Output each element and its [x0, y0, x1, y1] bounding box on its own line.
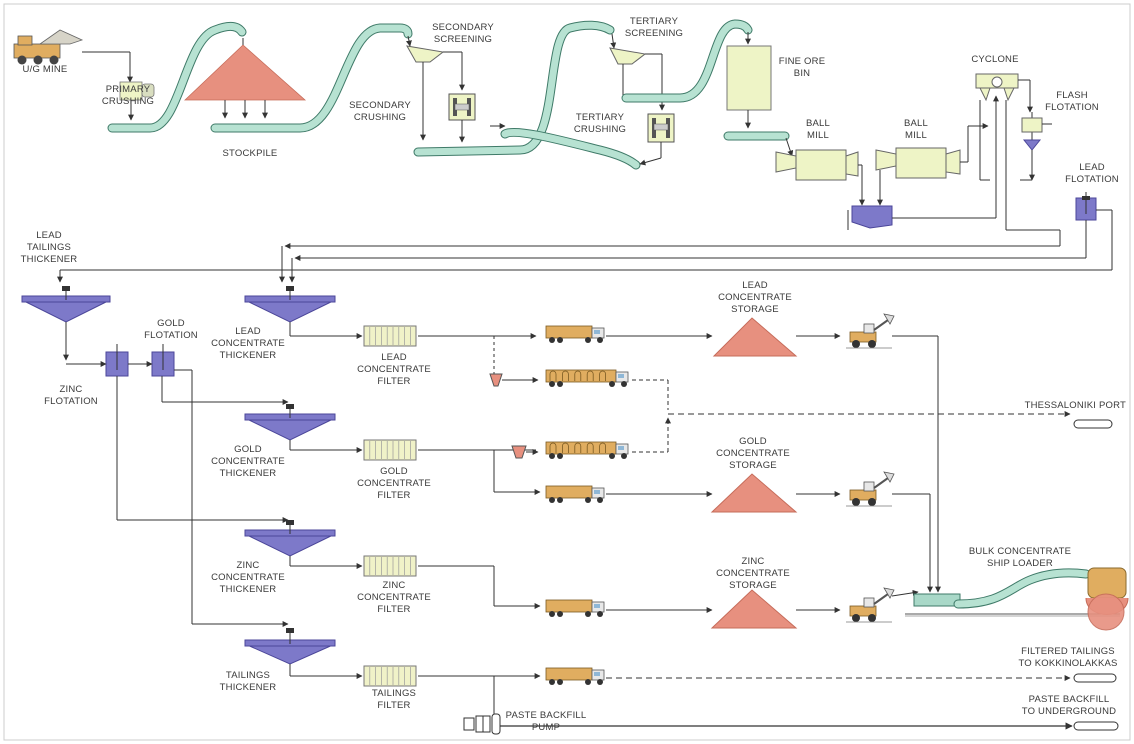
gold-flotation-cell-icon [151, 344, 175, 377]
label-lead-concentrate-thickener: LEAD CONCENTRATE THICKENER [211, 326, 285, 361]
paste-backfill-pump-icon [463, 713, 501, 735]
feed-line [405, 35, 412, 47]
tailings-thickener-icon [244, 628, 336, 665]
tailings-dump-truck-icon [545, 667, 605, 685]
label-ball-mill-1: BALL MILL [805, 118, 831, 141]
label-paste-backfill-underground: PASTE BACKFILL TO UNDERGROUND [1021, 694, 1117, 717]
label-tailings-thickener: TAILINGS THICKENER [219, 670, 277, 693]
mine-truck-icon [13, 29, 84, 65]
tailings-filter-icon [363, 665, 417, 687]
stockpile-pile [183, 44, 307, 101]
zinc-dump-truck-icon [545, 599, 605, 617]
label-paste-backfill-pump: PASTE BACKFILL PUMP [505, 710, 587, 733]
label-thessaloniki-port: THESSALONIKI PORT [1024, 400, 1126, 411]
zinc-filter-icon [363, 555, 417, 577]
label-lead-concentrate-filter: LEAD CONCENTRATE FILTER [357, 352, 431, 387]
label-ug-mine: U/G MINE [22, 64, 68, 75]
lead-flotation-cell-icon [1075, 192, 1097, 221]
feed-line [639, 157, 662, 166]
lead-concentrate-pile [712, 317, 798, 357]
lead-container-truck-icon [545, 369, 629, 387]
label-tertiary-screening: TERTIARY SCREENING [624, 16, 684, 39]
backfill-outlet-icon [1073, 721, 1119, 731]
tertiary-crusher-icon [647, 113, 675, 143]
gold-concentrate-pile [710, 473, 798, 513]
zinc-concentrate-thickener-icon [244, 520, 336, 557]
feed-line [891, 589, 919, 597]
gold-container-truck-icon [545, 441, 629, 459]
pump-sump-icon [851, 205, 893, 229]
label-bulk-concentrate-ship-loader: BULK CONCENTRATE SHIP LOADER [968, 546, 1072, 569]
label-zinc-concentrate-storage: ZINC CONCENTRATE STORAGE [716, 556, 790, 591]
label-tailings-filter: TAILINGS FILTER [371, 688, 417, 711]
label-primary-crushing: PRIMARY CRUSHING [101, 84, 155, 107]
tertiary-screen-icon [609, 47, 647, 65]
label-gold-flotation: GOLD FLOTATION [144, 318, 198, 341]
zinc-concentrate-pile [710, 589, 798, 629]
label-lead-tailings-thickener: LEAD TAILINGS THICKENER [20, 230, 78, 265]
label-zinc-concentrate-thickener: ZINC CONCENTRATE THICKENER [211, 560, 285, 595]
label-filtered-tailings: FILTERED TAILINGS TO KOKKINOLAKKAS [1018, 646, 1118, 669]
label-ball-mill-2: BALL MILL [903, 118, 929, 141]
zinc-loader-icon [846, 587, 895, 623]
label-flash-flotation: FLASH FLOTATION [1045, 90, 1099, 113]
gold-dump-truck-icon [545, 485, 605, 503]
lead-filter-icon [363, 325, 417, 347]
feed-line [610, 33, 617, 49]
label-tertiary-crushing: TERTIARY CRUSHING [573, 112, 627, 135]
label-fine-ore-bin: FINE ORE BIN [778, 56, 826, 79]
secondary-screen-icon [406, 45, 445, 63]
label-secondary-crushing: SECONDARY CRUSHING [349, 100, 411, 123]
label-stockpile: STOCKPILE [222, 148, 278, 159]
lead-concentrate-thickener-icon [244, 286, 336, 323]
diagram-border [3, 3, 1131, 741]
flash-flotation-icon [1021, 112, 1043, 151]
feed-line [785, 137, 794, 157]
cyclone-icon [975, 73, 1019, 102]
ship-loader-icon [905, 567, 1129, 631]
fine-ore-bin-icon [726, 45, 772, 111]
lead-bagging-hopper-icon [489, 373, 503, 387]
gold-filter-icon [363, 439, 417, 461]
lead-loader-icon [846, 313, 895, 349]
label-gold-concentrate-storage: GOLD CONCENTRATE STORAGE [716, 436, 790, 471]
label-cyclone: CYCLONE [971, 54, 1019, 65]
lead-tailings-thickener-icon [21, 286, 111, 323]
label-lead-concentrate-storage: LEAD CONCENTRATE STORAGE [718, 280, 792, 315]
label-secondary-screening: SECONDARY SCREENING [432, 22, 494, 45]
label-zinc-flotation: ZINC FLOTATION [44, 384, 98, 407]
zinc-flotation-cell-icon [105, 344, 129, 377]
lead-dump-truck-icon [545, 325, 605, 343]
secondary-crusher-icon [448, 93, 476, 121]
ball-mill-2-icon [875, 147, 961, 179]
gold-bagging-hopper-icon [511, 445, 527, 459]
label-lead-flotation: LEAD FLOTATION [1065, 162, 1119, 185]
ball-mill-1-icon [775, 149, 859, 181]
label-zinc-concentrate-filter: ZINC CONCENTRATE FILTER [357, 580, 431, 615]
gold-concentrate-thickener-icon [244, 404, 336, 441]
port-ship-icon [1073, 419, 1113, 429]
label-gold-concentrate-thickener: GOLD CONCENTRATE THICKENER [211, 444, 285, 479]
tailings-outlet-icon [1073, 673, 1117, 683]
gold-loader-icon [846, 471, 895, 507]
label-gold-concentrate-filter: GOLD CONCENTRATE FILTER [357, 466, 431, 501]
